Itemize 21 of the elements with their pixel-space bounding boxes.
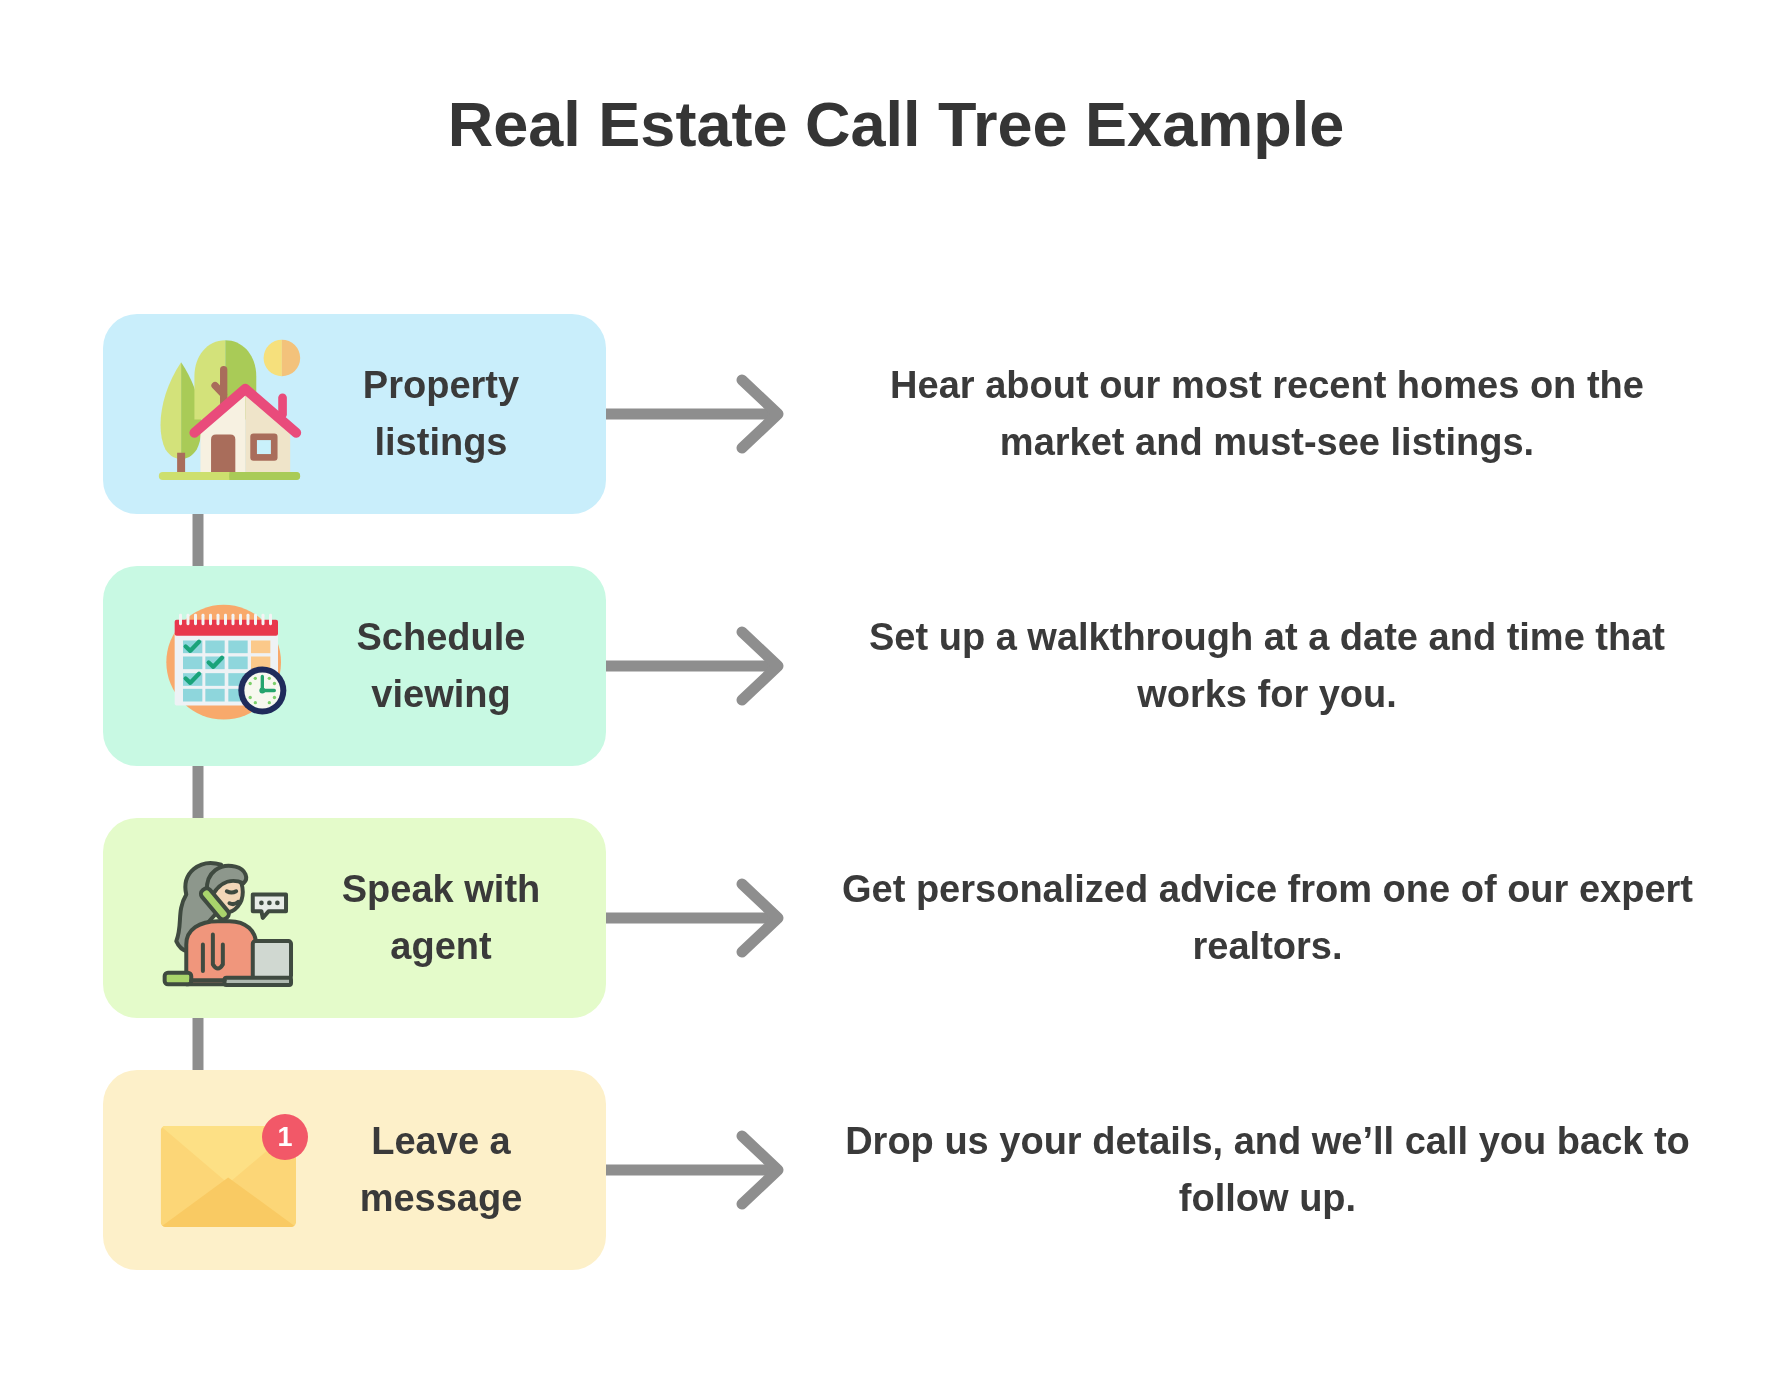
description-text: Get personalized advice from one of our expert realtors.: [841, 861, 1694, 975]
description-text: Drop us your details, and we’ll call you back to follow up.: [844, 1113, 1691, 1227]
description-text: Hear about our most recent homes on the market and must-see listings.: [889, 357, 1645, 471]
step-label: Property listings: [361, 363, 521, 465]
arrow: [606, 626, 784, 706]
arrow: [606, 878, 784, 958]
connector-line: [192, 514, 204, 566]
notification-count: 1: [262, 1114, 308, 1160]
arrow: [606, 1130, 784, 1210]
description-text: Set up a walkthrough at a date and time that works for you.: [868, 609, 1666, 723]
step-label: Leave a message: [358, 1119, 524, 1221]
connector-line: [192, 1018, 204, 1070]
step-label: Schedule viewing: [355, 615, 527, 717]
step-card: [103, 1070, 606, 1270]
diagram-title: Real Estate Call Tree Example: [446, 88, 1346, 160]
step-card: [103, 314, 606, 514]
arrow: [606, 374, 784, 454]
step-card: [103, 818, 606, 1018]
step-label: Speak with agent: [340, 867, 542, 969]
step-card: [103, 566, 606, 766]
connector-line: [192, 766, 204, 818]
